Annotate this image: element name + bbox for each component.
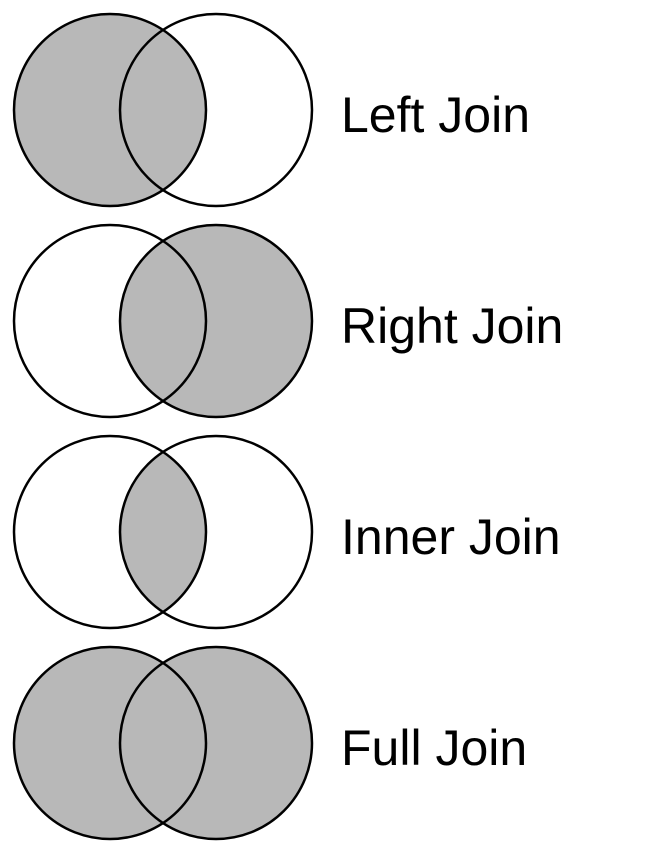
venn-inner-join	[12, 434, 314, 630]
join-label-right: Right Join	[341, 298, 564, 354]
left-circle-outline	[12, 223, 208, 419]
left-only-region	[14, 14, 163, 207]
venn-left-join	[12, 12, 314, 208]
right-circle-outline	[118, 645, 314, 841]
intersection-region	[120, 662, 207, 824]
join-label-left: Left Join	[341, 87, 531, 143]
join-row-full: Full Join	[0, 637, 652, 848]
right-only-region	[163, 225, 312, 417]
join-row-right: Right Join	[0, 215, 652, 426]
intersection-region	[120, 451, 207, 613]
join-label-full: Full Join	[341, 720, 528, 776]
right-circle-outline	[118, 434, 314, 630]
intersection-region	[120, 240, 207, 402]
venn-full-join	[12, 645, 314, 841]
right-only-region	[163, 647, 312, 839]
join-label-inner: Inner Join	[341, 509, 561, 565]
left-only-region	[14, 647, 163, 839]
left-circle-outline	[12, 434, 208, 630]
right-circle-outline	[118, 12, 314, 208]
join-row-left: Left Join	[0, 4, 652, 215]
intersection-region	[120, 29, 207, 191]
right-circle-outline	[118, 223, 314, 419]
left-circle-outline	[12, 645, 208, 841]
left-circle-outline	[12, 12, 208, 208]
join-row-inner: Inner Join	[0, 426, 652, 637]
venn-right-join	[12, 223, 314, 419]
